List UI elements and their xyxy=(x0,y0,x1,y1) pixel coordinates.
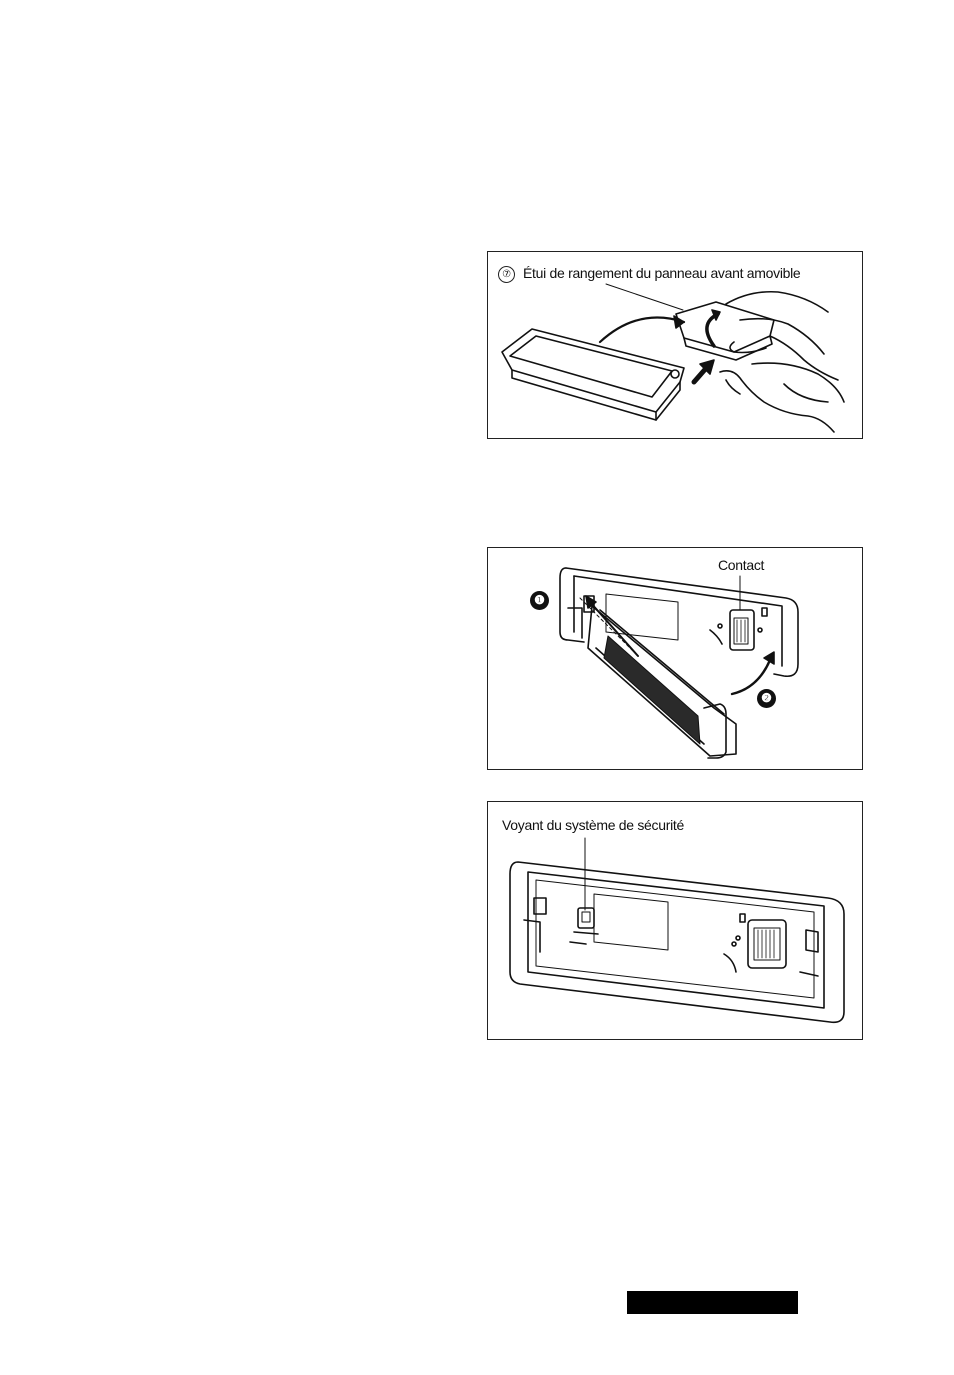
storage-case-illustration xyxy=(488,252,863,439)
footer-bar xyxy=(627,1291,798,1314)
attach-panel-illustration xyxy=(488,548,863,770)
security-indicator-illustration xyxy=(488,802,863,1040)
figure-security-indicator: Voyant du système de sécurité xyxy=(487,801,863,1040)
figure-attach-panel: Contact ❶ ❷ xyxy=(487,547,863,770)
